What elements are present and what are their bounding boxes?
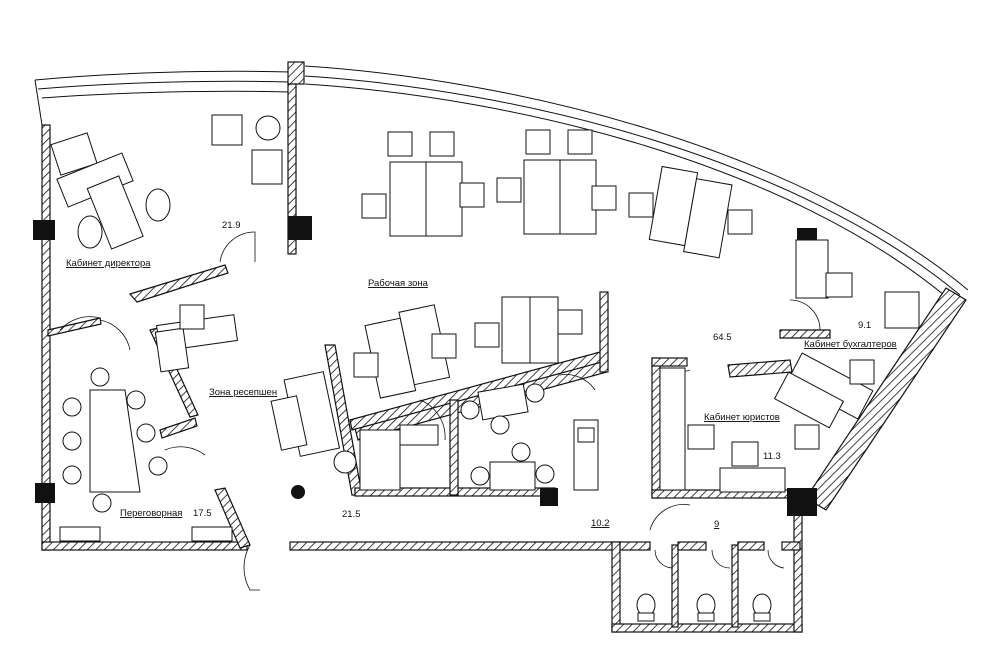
- director-furniture: [50, 114, 283, 250]
- restroom-fixtures: [636, 593, 772, 622]
- lawyers-furniture: [659, 367, 786, 493]
- reception-zone-area: 21.5: [342, 509, 361, 520]
- lawyers-office-label: Кабинет юристов: [704, 412, 780, 423]
- meeting-room-label: Переговорная: [120, 508, 182, 519]
- reception-furniture: [154, 304, 357, 474]
- window-band: [34, 65, 969, 301]
- work-zone-label: Рабочая зона: [368, 278, 429, 289]
- corridor-area: 10.2: [591, 518, 610, 529]
- meeting-room-area: 17.5: [193, 508, 212, 519]
- interior-walls: [47, 83, 831, 628]
- accountants-office-area: 9.1: [858, 320, 871, 331]
- accountants-office-label: Кабинет бухгалтеров: [804, 339, 897, 350]
- work-zone-area: 64.5: [713, 332, 732, 343]
- reception-zone-label: Зона ресепшен: [209, 387, 277, 398]
- director-office-area: 21.9: [222, 220, 241, 231]
- accountants-furniture: [773, 239, 920, 450]
- restrooms-area: 9: [714, 519, 719, 530]
- work-zone-desks: [353, 129, 753, 399]
- room-labels: Кабинет директора 21.9 Рабочая зона 64.5…: [66, 220, 897, 530]
- director-office-label: Кабинет директора: [66, 258, 151, 269]
- meeting-furniture: [59, 367, 233, 542]
- lawyers-office-area: 11.3: [763, 451, 781, 462]
- kitchen-furniture: [359, 383, 599, 491]
- doors: [59, 231, 821, 591]
